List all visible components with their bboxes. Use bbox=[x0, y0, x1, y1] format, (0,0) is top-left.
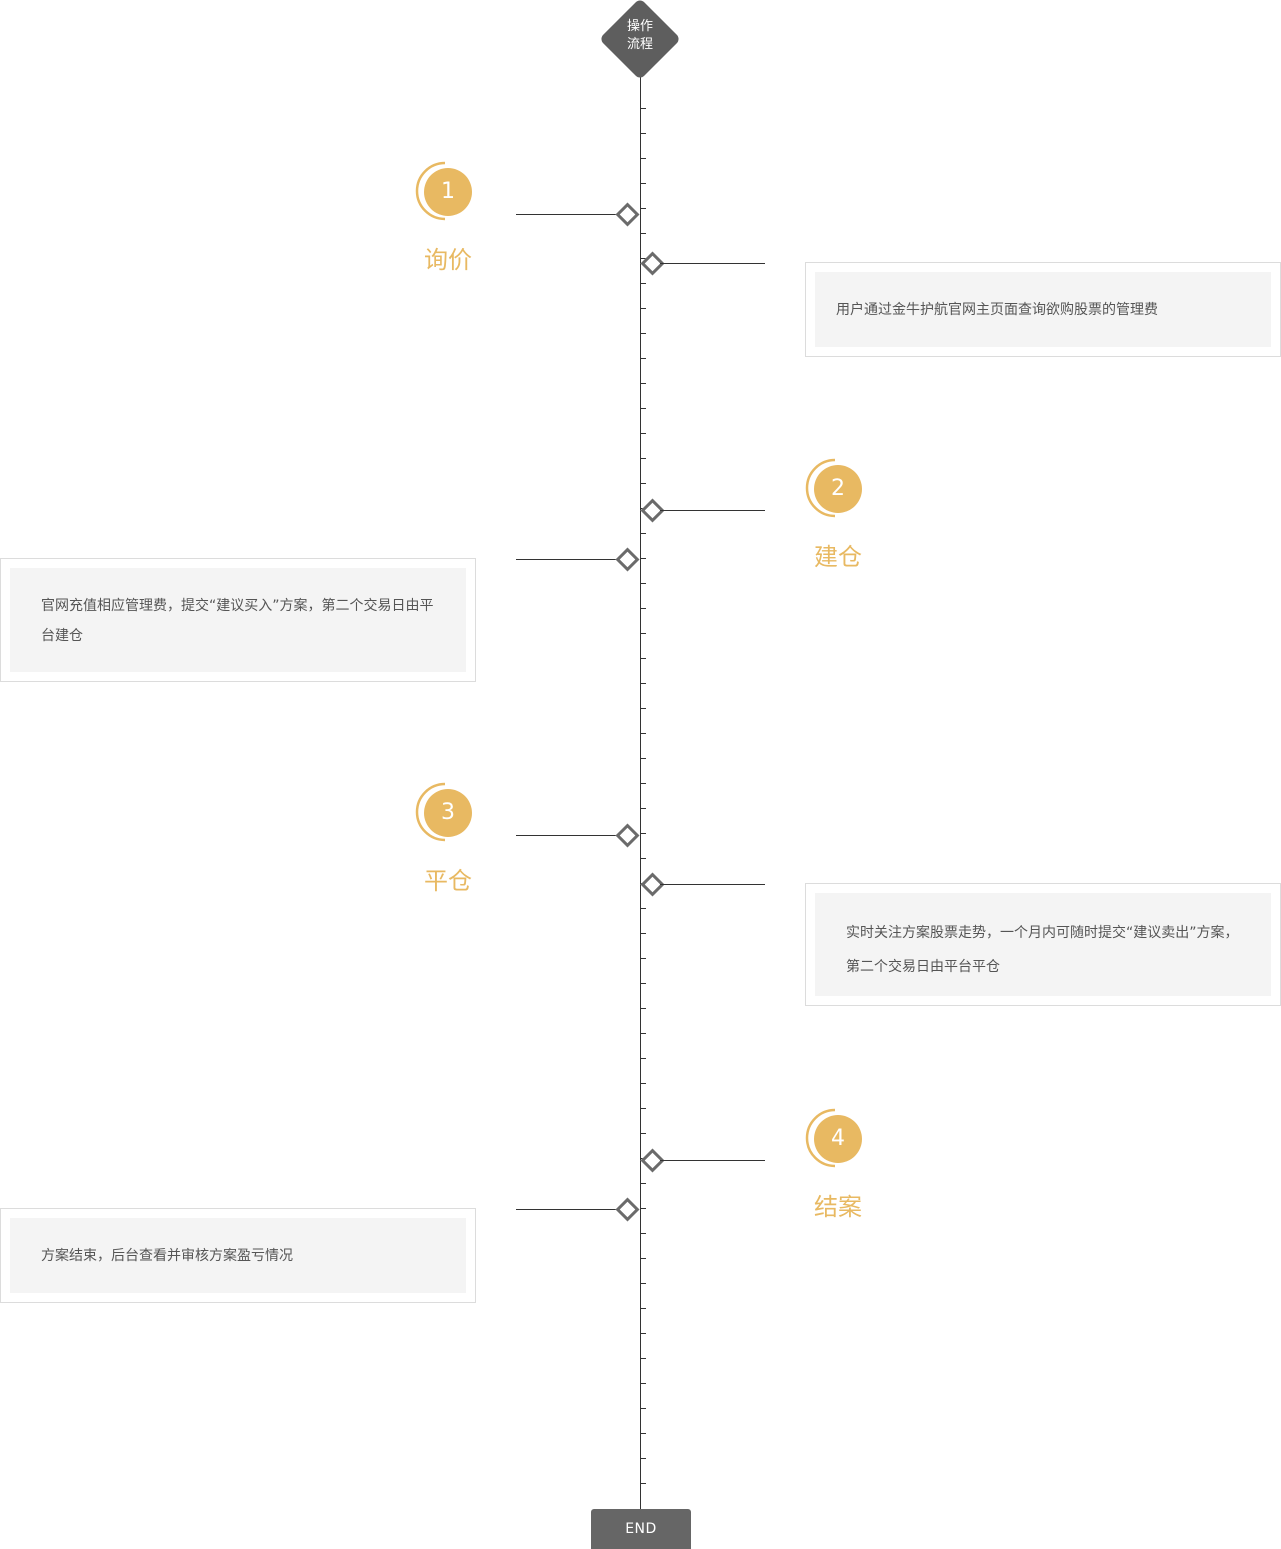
axis-tick bbox=[641, 1358, 646, 1359]
step1-title: 询价 bbox=[424, 246, 472, 274]
axis-tick bbox=[641, 633, 646, 634]
axis-tick bbox=[641, 583, 646, 584]
axis-tick bbox=[641, 308, 646, 309]
axis-tick bbox=[641, 383, 646, 384]
step3-badge: 3 bbox=[414, 781, 476, 843]
axis-tick bbox=[641, 1408, 646, 1409]
axis-tick bbox=[641, 683, 646, 684]
step2-badge: 2 bbox=[804, 457, 866, 519]
axis-tick bbox=[641, 233, 646, 234]
axis-tick bbox=[641, 1083, 646, 1084]
step2-number: 2 bbox=[814, 465, 862, 513]
timeline-ticks bbox=[641, 0, 647, 1549]
step4-badge: 4 bbox=[804, 1107, 866, 1169]
node-step2-desc bbox=[615, 547, 640, 572]
axis-tick bbox=[641, 458, 646, 459]
step2-title: 建仓 bbox=[814, 543, 862, 571]
axis-tick bbox=[641, 1008, 646, 1009]
axis-tick bbox=[641, 1058, 646, 1059]
axis-tick bbox=[641, 1133, 646, 1134]
step4-description: 方案结束，后台查看并审核方案盈亏情况 bbox=[41, 1248, 293, 1264]
start-label-line2: 流程 bbox=[626, 37, 653, 52]
axis-tick bbox=[641, 408, 646, 409]
axis-tick bbox=[641, 958, 646, 959]
axis-tick bbox=[641, 1258, 646, 1259]
axis-tick bbox=[641, 558, 646, 559]
axis-tick bbox=[641, 858, 646, 859]
axis-tick bbox=[641, 108, 646, 109]
step4-number: 4 bbox=[814, 1115, 862, 1163]
step2-description-card: 官网充值相应管理费，提交“建议买入”方案，第二个交易日由平台建仓 bbox=[0, 558, 476, 682]
axis-tick bbox=[641, 758, 646, 759]
axis-tick bbox=[641, 1108, 646, 1109]
step1-description-card: 用户通过金牛护航官网主页面查询欲购股票的管理费 bbox=[805, 262, 1281, 357]
step4-title: 结案 bbox=[814, 1193, 862, 1221]
axis-tick bbox=[641, 833, 646, 834]
connector-step1-title bbox=[516, 214, 628, 215]
step1-badge: 1 bbox=[414, 160, 476, 222]
axis-tick bbox=[641, 1433, 646, 1434]
step3-description: 实时关注方案股票走势，一个月内可随时提交“建议卖出”方案，第二个交易日由平台平仓 bbox=[846, 925, 1239, 975]
axis-tick bbox=[641, 708, 646, 709]
step3-badge-ring bbox=[415, 782, 446, 842]
connector-step1-desc bbox=[660, 263, 765, 264]
connector-step4-title bbox=[660, 1160, 765, 1161]
start-label: 操作 流程 bbox=[610, 18, 670, 54]
axis-tick bbox=[641, 983, 646, 984]
axis-tick bbox=[641, 1208, 646, 1209]
node-step1-title bbox=[615, 202, 640, 227]
step1-badge-ring bbox=[415, 161, 446, 221]
connector-step2-title bbox=[660, 510, 765, 511]
node-step3-title bbox=[615, 823, 640, 848]
axis-tick bbox=[641, 658, 646, 659]
axis-tick bbox=[641, 733, 646, 734]
axis-tick bbox=[641, 533, 646, 534]
axis-tick bbox=[641, 783, 646, 784]
axis-tick bbox=[641, 1233, 646, 1234]
step3-description-card: 实时关注方案股票走势，一个月内可随时提交“建议卖出”方案，第二个交易日由平台平仓 bbox=[805, 883, 1281, 1006]
connector-step3-title bbox=[516, 835, 628, 836]
step4-description-card: 方案结束，后台查看并审核方案盈亏情况 bbox=[0, 1208, 476, 1303]
axis-tick bbox=[641, 1283, 646, 1284]
axis-tick bbox=[641, 283, 646, 284]
axis-tick bbox=[641, 333, 646, 334]
step3-number: 3 bbox=[424, 789, 472, 837]
axis-tick bbox=[641, 183, 646, 184]
step4-badge-ring bbox=[805, 1108, 836, 1168]
axis-tick bbox=[641, 908, 646, 909]
connector-step3-desc bbox=[660, 884, 765, 885]
axis-tick bbox=[641, 133, 646, 134]
axis-tick bbox=[641, 1383, 646, 1384]
connector-step4-desc bbox=[516, 1209, 628, 1210]
axis-tick bbox=[641, 208, 646, 209]
step1-description: 用户通过金牛护航官网主页面查询欲购股票的管理费 bbox=[836, 302, 1158, 318]
step2-badge-ring bbox=[805, 458, 836, 518]
axis-tick bbox=[641, 1458, 646, 1459]
axis-tick bbox=[641, 1483, 646, 1484]
step1-number: 1 bbox=[424, 168, 472, 216]
axis-tick bbox=[641, 808, 646, 809]
step2-description: 官网充值相应管理费，提交“建议买入”方案，第二个交易日由平台建仓 bbox=[41, 598, 434, 644]
connector-step2-desc bbox=[516, 559, 628, 560]
timeline-axis bbox=[640, 70, 641, 1510]
axis-tick bbox=[641, 933, 646, 934]
axis-tick bbox=[641, 358, 646, 359]
node-step4-desc bbox=[615, 1197, 640, 1222]
axis-tick bbox=[641, 1183, 646, 1184]
axis-tick bbox=[641, 433, 646, 434]
end-label: END bbox=[591, 1509, 691, 1549]
start-label-line1: 操作 bbox=[626, 19, 653, 34]
axis-tick bbox=[641, 1333, 646, 1334]
axis-tick bbox=[641, 483, 646, 484]
axis-tick bbox=[641, 158, 646, 159]
step3-title: 平仓 bbox=[424, 867, 472, 895]
axis-tick bbox=[641, 608, 646, 609]
axis-tick bbox=[641, 1033, 646, 1034]
axis-tick bbox=[641, 1308, 646, 1309]
